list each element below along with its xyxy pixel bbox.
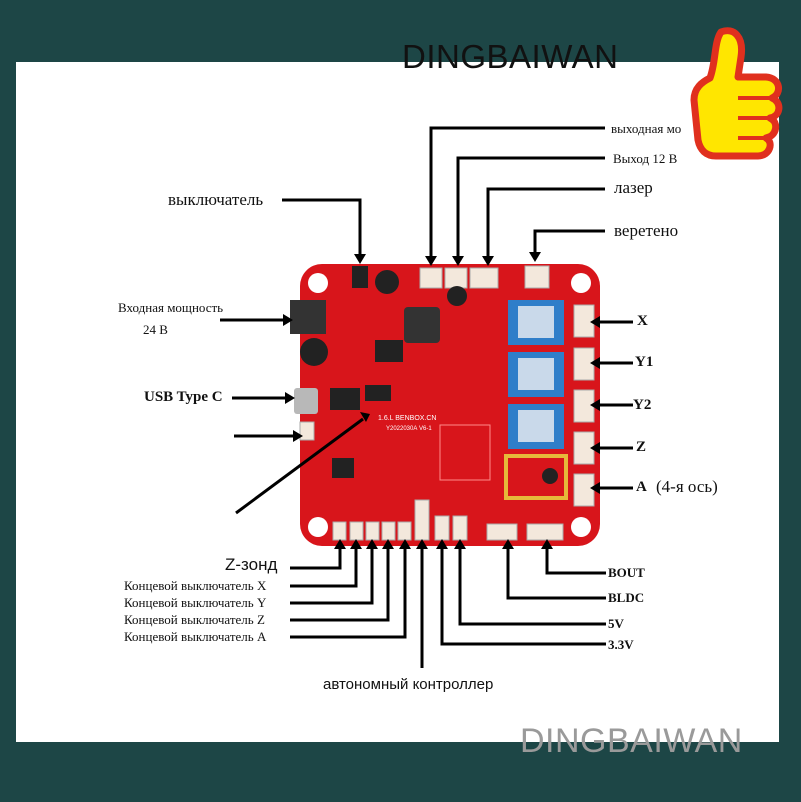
power-jack <box>290 300 326 334</box>
label-limit-y: Концевой выключатель Y <box>124 595 267 610</box>
driver-slot-a <box>504 454 568 500</box>
label-offline-controller: автономный контроллер <box>323 676 494 693</box>
label-limit-a: Концевой выключатель A <box>124 629 267 644</box>
label-switch: выключатель <box>168 190 264 209</box>
label-axis-a: A <box>636 479 647 495</box>
capacitor <box>300 338 328 366</box>
label-axis-a-note: (4-я ось) <box>656 477 718 496</box>
label-3-3v: 3.3V <box>608 637 634 652</box>
label-axis-z: Z <box>636 439 647 455</box>
connector-bldc <box>486 523 518 541</box>
mount-hole <box>571 517 591 537</box>
label-axis-y2: Y2 <box>633 397 652 413</box>
switch-connector <box>352 266 368 288</box>
small-connector <box>299 421 315 441</box>
connector-laser <box>469 267 499 289</box>
label-5v: 5V <box>608 616 624 631</box>
label-input-voltage: 24 В <box>143 322 168 337</box>
mount-hole <box>308 517 328 537</box>
mount-hole <box>571 273 591 293</box>
board-silk-1: 1.6.L BENBOX.CN <box>378 415 437 422</box>
watermark-bottom: DINGBAIWAN <box>520 722 743 760</box>
label-usb-type-c: USB Type C <box>144 389 223 405</box>
label-bout: BOUT <box>608 565 645 580</box>
label-limit-z: Концевой выключатель Z <box>124 612 265 627</box>
label-bldc: BLDC <box>608 590 645 605</box>
connector-spindle <box>524 265 550 289</box>
label-output-power: выходная мо <box>611 121 682 136</box>
watermark-top: DINGBAIWAN <box>402 38 619 75</box>
thumbs-up-icon <box>690 27 783 160</box>
inductor <box>404 307 440 343</box>
label-spindle: веретено <box>614 221 679 240</box>
connector-out <box>419 267 443 289</box>
label-input-power: Входная мощность <box>118 300 224 315</box>
connector-bout <box>526 523 564 541</box>
label-z-probe: Z-зонд <box>225 555 278 574</box>
board-silk-2: Y2022030А V6-1 <box>386 426 432 432</box>
label-axis-x: X <box>637 313 648 329</box>
mount-hole <box>308 273 328 293</box>
label-limit-x: Концевой выключатель X <box>124 578 267 593</box>
label-axis-y1: Y1 <box>635 354 654 370</box>
capacitor <box>447 286 467 306</box>
usb-port <box>294 388 318 414</box>
label-output-12v: Выход 12 В <box>613 151 678 166</box>
label-laser: лазер <box>614 178 653 197</box>
capacitor <box>375 270 399 294</box>
